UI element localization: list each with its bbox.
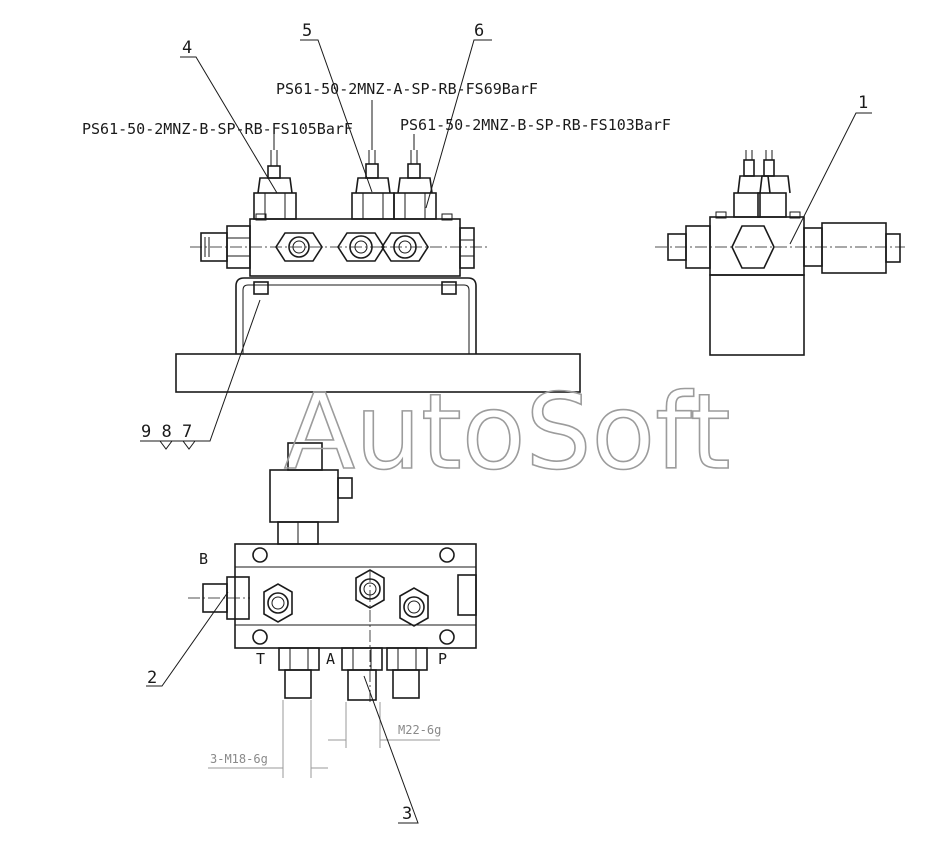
label-switch-b105: PS61-50-2MNZ-B-SP-RB-FS105BarF — [82, 120, 353, 138]
fitting-t — [278, 647, 320, 699]
port-hex — [275, 232, 323, 262]
pressure-switch-6 — [393, 150, 437, 220]
callout-987: 9 8 7 — [141, 422, 192, 442]
fitting-a — [341, 647, 383, 701]
callout-3: 3 — [402, 804, 412, 824]
port-label-b: B — [199, 550, 208, 568]
top-view — [188, 442, 477, 705]
port-hex — [337, 232, 385, 262]
port-label-t: T — [256, 650, 265, 668]
dim-thread-small: 3-M18-6g — [210, 752, 268, 766]
port-label-a: A — [326, 650, 335, 668]
callout-1: 1 — [858, 93, 868, 113]
port-circle — [263, 583, 293, 623]
solenoid-coil — [821, 222, 887, 274]
watermark: AutoSoft — [284, 371, 731, 493]
base-plate — [175, 353, 581, 393]
callout-5: 5 — [302, 21, 312, 41]
side-body-lower — [709, 274, 805, 356]
port-circle — [399, 587, 429, 627]
mounting-bracket — [235, 277, 477, 354]
dim-thread-large: M22-6g — [398, 723, 441, 737]
callout-2: 2 — [147, 668, 157, 688]
side-view — [655, 150, 905, 356]
label-switch-a: PS61-50-2MNZ-A-SP-RB-FS69BarF — [276, 80, 538, 98]
pressure-switch-5 — [351, 150, 395, 220]
callout-6: 6 — [474, 21, 484, 41]
pressure-switch-4 — [253, 150, 297, 220]
front-view — [175, 150, 581, 393]
port-hex — [381, 232, 429, 262]
dimension-lines — [208, 700, 440, 778]
leader-lines — [140, 39, 872, 824]
fitting-p — [386, 647, 428, 699]
callout-4: 4 — [182, 38, 192, 58]
label-switch-b103: PS61-50-2MNZ-B-SP-RB-FS103BarF — [400, 116, 671, 134]
port-label-p: P — [438, 650, 447, 668]
